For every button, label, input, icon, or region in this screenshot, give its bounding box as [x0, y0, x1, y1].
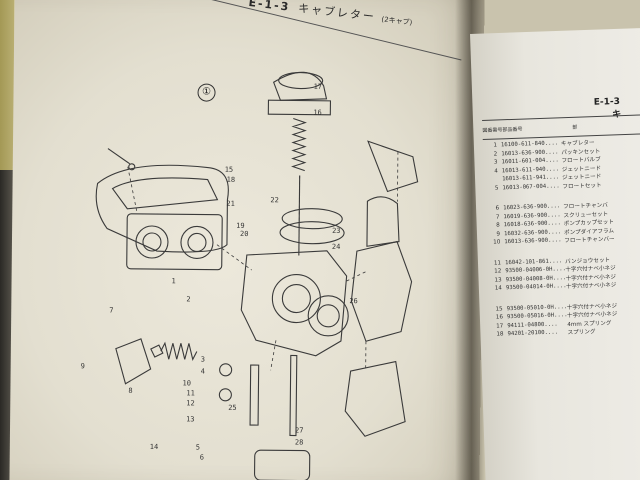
gasket-part [281, 208, 343, 230]
callout-1: 1 [171, 277, 176, 286]
row-index: 9 [496, 231, 501, 238]
row-part-number: 94201-20100.... [507, 329, 559, 338]
row-index: 5 [494, 185, 499, 192]
callout-18: 18 [226, 175, 236, 184]
callout-22: 22 [270, 196, 279, 205]
col-header-index: 図番番号 [482, 126, 503, 134]
row-index: 6 [495, 205, 500, 212]
callout-16: 16 [313, 108, 322, 117]
right-section-code: E-1-3 [593, 96, 621, 108]
row-index: 14 [494, 285, 503, 292]
row-index: 1 [493, 142, 498, 149]
row-index: 15 [495, 306, 503, 313]
return-spring-part [160, 341, 198, 362]
row-index: 10 [493, 239, 501, 246]
callout-17: 17 [313, 82, 323, 91]
bowl-part [344, 360, 406, 437]
lever-part [115, 338, 152, 385]
row-index: 12 [494, 268, 502, 275]
row-index: 4 [494, 168, 498, 175]
section-subtitle: (2キャブ) [381, 15, 413, 27]
row-index: 13 [494, 277, 502, 284]
row-index: 16 [495, 314, 504, 321]
callout-15: 15 [224, 165, 234, 174]
section-title: キャブレター [297, 1, 377, 24]
row-index: 7 [495, 214, 500, 221]
callout-8: 8 [128, 386, 133, 395]
spring-part [291, 117, 307, 172]
callout-10: 10 [182, 379, 191, 388]
callout-6: 6 [199, 453, 204, 462]
col-header-part-number: 部品番号 [502, 126, 523, 133]
row-index [484, 180, 502, 181]
float-chamber-part [350, 240, 413, 342]
carburetor-exploded-diagram [95, 71, 419, 480]
callout-27: 27 [294, 426, 304, 435]
row-index: 11 [493, 260, 502, 267]
col-header-name: 部 [572, 124, 578, 131]
callout-26: 26 [349, 297, 358, 306]
link-lever-part [367, 140, 419, 193]
callout-2: 2 [186, 295, 191, 304]
callout-13: 13 [186, 415, 195, 424]
callout-23: 23 [332, 226, 341, 235]
callout-20: 20 [240, 229, 249, 239]
callout-24: 24 [331, 242, 341, 251]
callout-19: 19 [236, 221, 245, 230]
section-code: E-1-3 [247, 0, 292, 14]
callout-21: 21 [226, 199, 235, 208]
row-index: 8 [496, 222, 500, 229]
callout-4: 4 [200, 367, 205, 376]
callout-9: 9 [80, 362, 85, 371]
callout-14: 14 [149, 442, 159, 452]
callout-12: 12 [186, 399, 195, 408]
air-box-part [95, 164, 229, 253]
carburetor-body-part [240, 250, 348, 357]
row-index: 18 [496, 331, 504, 338]
callout-25: 25 [228, 403, 237, 412]
jet-part [249, 364, 260, 426]
callout-11: 11 [186, 389, 195, 398]
row-index: 3 [493, 159, 498, 166]
callout-3: 3 [200, 355, 206, 364]
row-index: 17 [496, 323, 504, 330]
callout-5: 5 [195, 443, 201, 452]
row-index: 2 [493, 151, 498, 158]
top-cap-part [272, 71, 328, 101]
callout-28: 28 [294, 438, 304, 447]
callout-7: 7 [109, 306, 114, 315]
